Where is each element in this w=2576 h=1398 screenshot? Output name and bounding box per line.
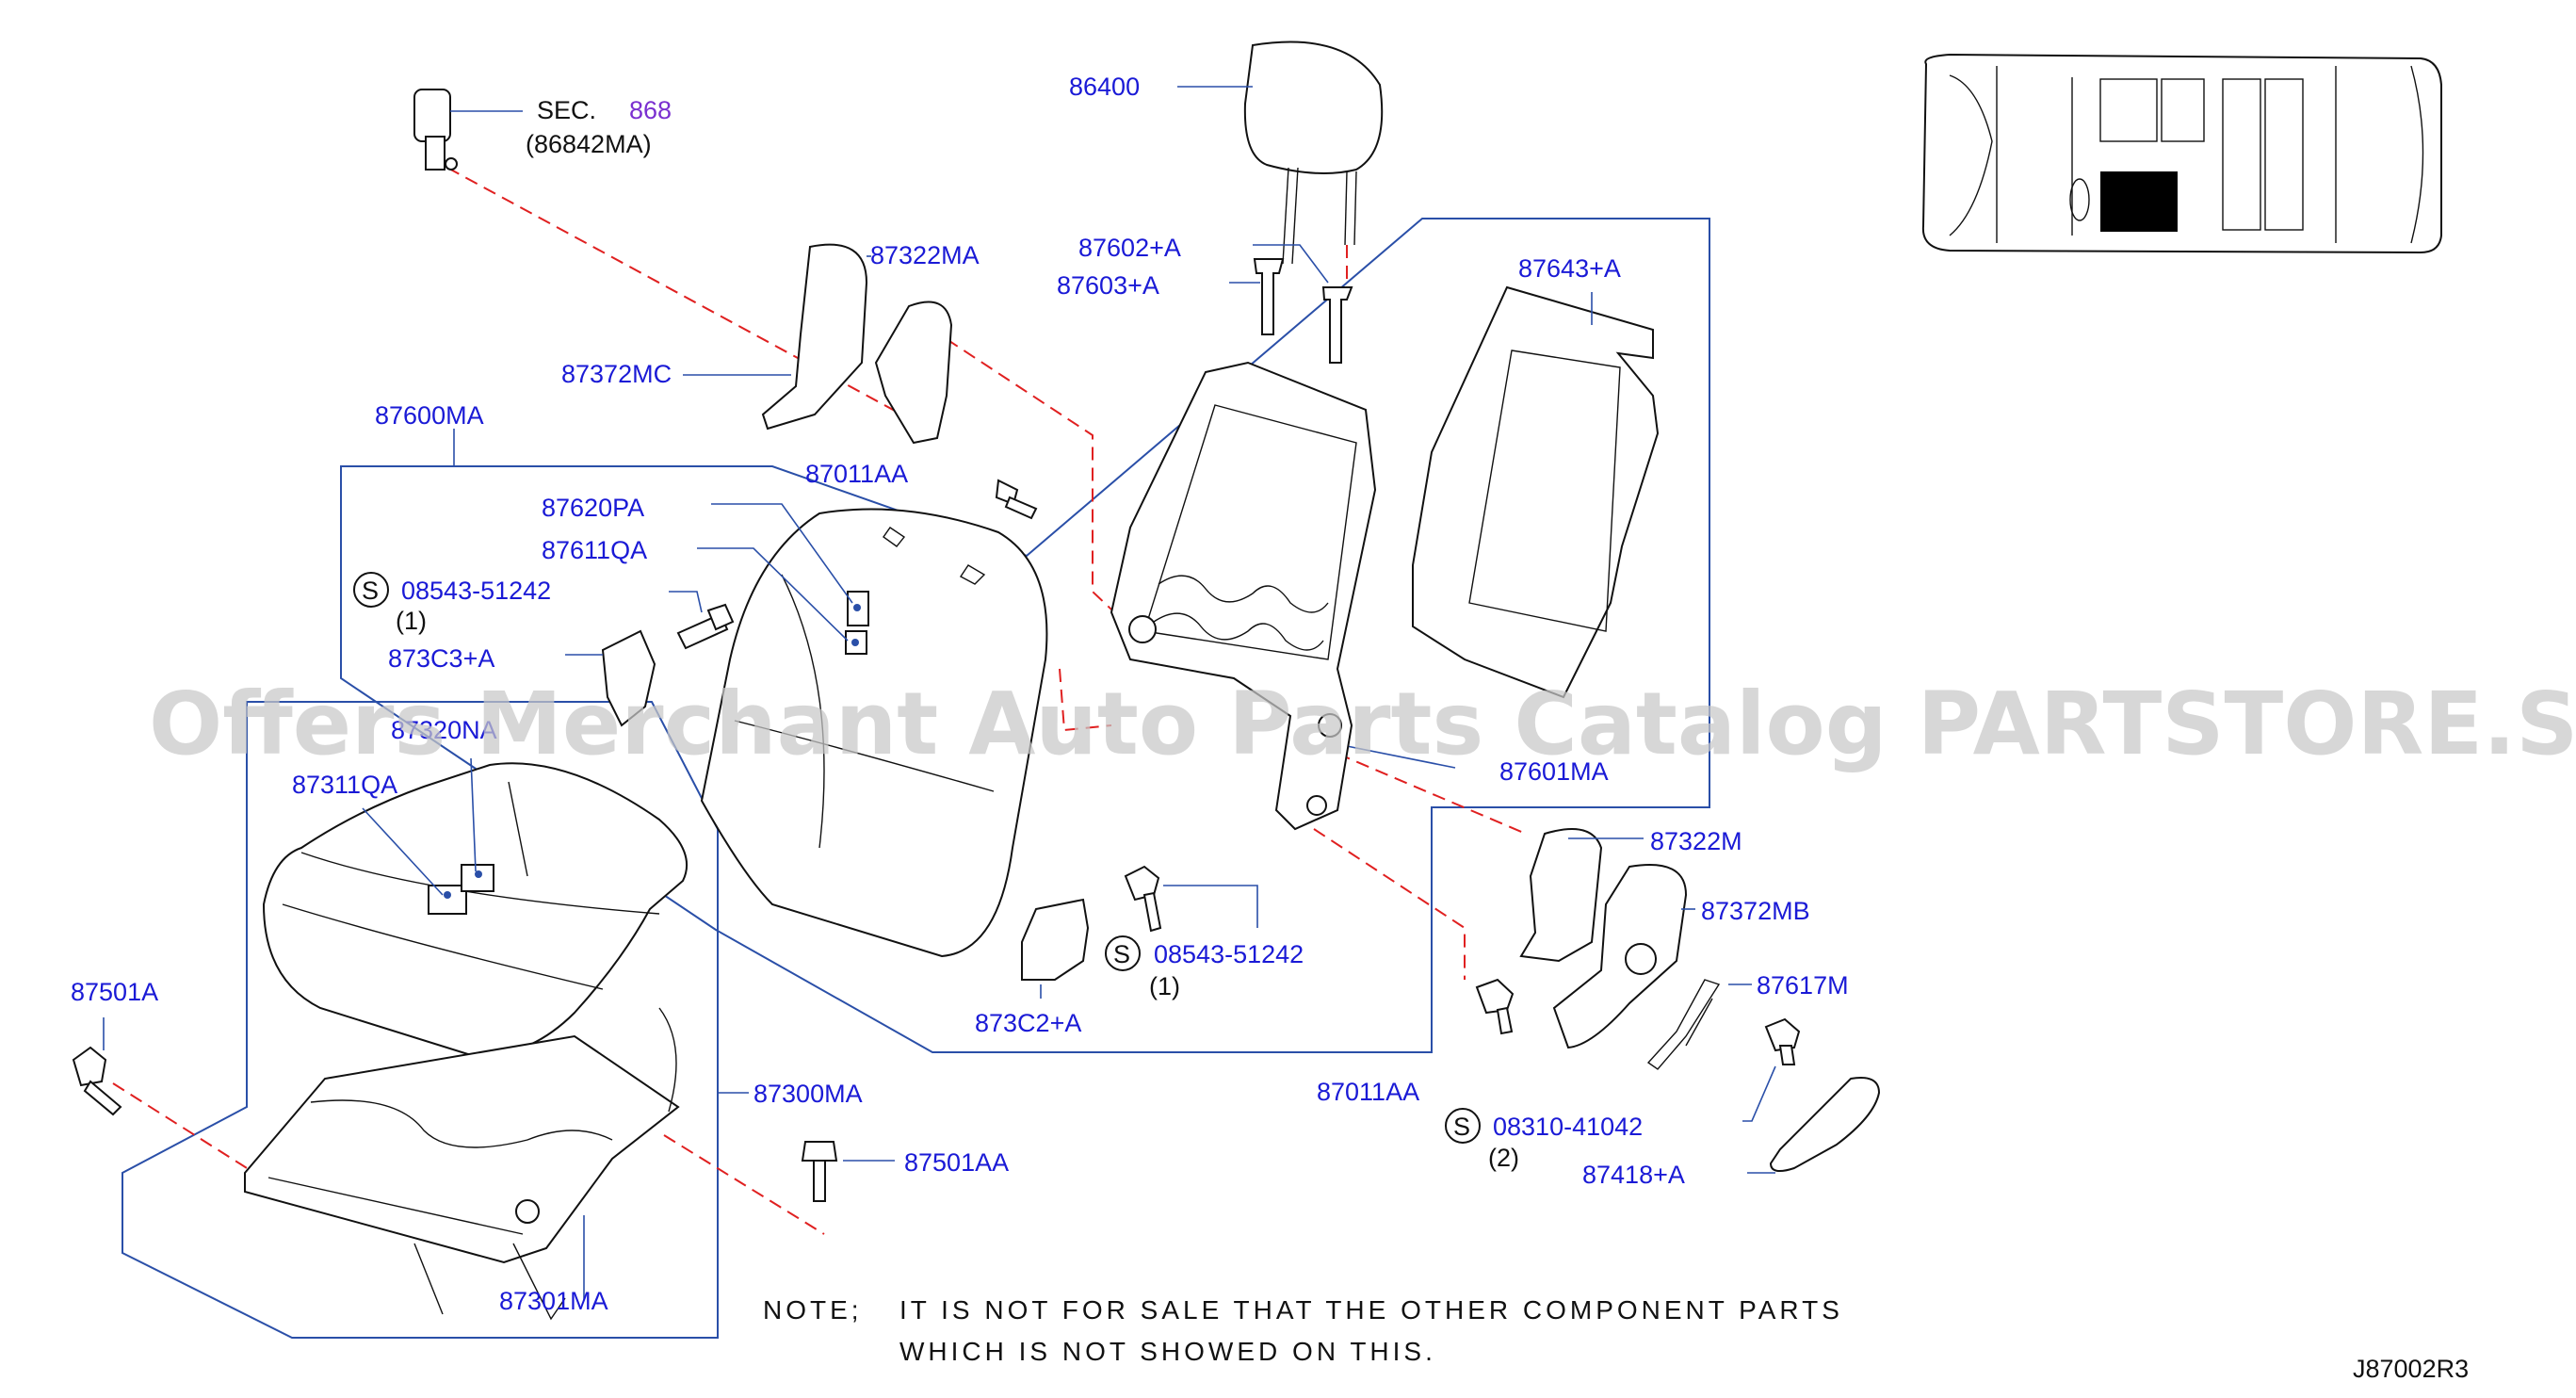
seat-cushion: [262, 757, 689, 1057]
callout-87011aa-lower[interactable]: 87011AA: [1317, 1078, 1419, 1106]
side-cover-upper: [683, 243, 953, 445]
vehicle-locator: [1921, 53, 2442, 254]
callout-87602-a[interactable]: 87602+A: [1078, 234, 1181, 262]
headrest: [1177, 41, 1384, 265]
note-block: NOTE; IT IS NOT FOR SALE THAT THE OTHER …: [763, 1295, 1843, 1366]
bolt-87011aa-upper: [995, 479, 1038, 520]
bolt-lower: [1124, 865, 1258, 933]
diagram-code: J87002R3: [2353, 1355, 2469, 1383]
headrest-guides: [1229, 244, 1353, 364]
callout-87620pa[interactable]: 87620PA: [542, 494, 644, 522]
callout-87501a[interactable]: 87501A: [71, 978, 158, 1006]
callout-87611qa[interactable]: 87611QA: [542, 536, 647, 564]
callout-87011aa-upper[interactable]: 87011AA: [805, 460, 908, 488]
callout-873c2-a[interactable]: 873C2+A: [975, 1009, 1081, 1037]
bolt-87501aa: [801, 1141, 895, 1202]
callout-08543-51242-lower-qty: (1): [1149, 972, 1180, 1000]
callout-87322m[interactable]: 87322M: [1650, 827, 1742, 855]
callout-08310-41042-qty: (2): [1488, 1144, 1519, 1172]
standard-part-symbol-bolt: S: [1445, 1108, 1481, 1144]
bolt-upper: [669, 591, 735, 650]
seat-finisher: [1747, 1077, 1881, 1174]
section-ref-part: (86842MA): [526, 130, 652, 158]
note-line-1: IT IS NOT FOR SALE THAT THE OTHER COMPON…: [899, 1295, 1843, 1325]
callout-08543-51242-upper[interactable]: 08543-51242: [401, 577, 551, 605]
note-line-2: WHICH IS NOT SHOWED ON THIS.: [899, 1337, 1436, 1366]
svg-text:S: S: [1113, 940, 1130, 968]
callout-08543-51242-lower[interactable]: 08543-51242: [1154, 940, 1304, 968]
section-ref-number[interactable]: 868: [629, 96, 672, 124]
callout-87300ma[interactable]: 87300MA: [753, 1080, 863, 1108]
svg-text:S: S: [1453, 1113, 1470, 1141]
note-label: NOTE;: [763, 1295, 863, 1325]
seat-slide-frame: [244, 1007, 680, 1321]
standard-part-symbol-upper: S: [353, 572, 389, 608]
callout-87372mb[interactable]: 87372MB: [1701, 897, 1810, 925]
callout-86400[interactable]: 86400: [1069, 73, 1140, 101]
standard-part-symbol-lower: S: [1105, 935, 1141, 971]
recliner-cover-lower: [1021, 898, 1090, 999]
section-ref-label: SEC.: [537, 96, 596, 124]
bolt-08310: [1742, 1017, 1801, 1122]
selected-seat-marker: [2100, 171, 2178, 232]
callout-87372mc[interactable]: 87372MC: [561, 360, 672, 388]
callout-87603-a[interactable]: 87603+A: [1057, 271, 1159, 300]
callout-87617m[interactable]: 87617M: [1757, 971, 1849, 1000]
callout-87301ma[interactable]: 87301MA: [499, 1287, 608, 1315]
side-cover-lower: [1519, 828, 1695, 1049]
callout-labels: 86400 87602+A 87603+A 87643+A 87322MA 87…: [71, 73, 1849, 1315]
recliner-cover-upper: [565, 629, 656, 727]
callout-87643-a[interactable]: 87643+A: [1518, 254, 1621, 283]
callout-87501aa[interactable]: 87501AA: [904, 1148, 1009, 1177]
bolt-87501a: [72, 1017, 122, 1116]
callout-87601ma[interactable]: 87601MA: [1499, 757, 1609, 786]
callout-87600ma[interactable]: 87600MA: [375, 401, 484, 430]
seat-belt-buckle: [413, 89, 523, 171]
watermark: Offers Merchant Auto Parts Catalog PARTS…: [149, 674, 2576, 774]
callout-08310-41042[interactable]: 08310-41042: [1493, 1113, 1643, 1141]
seat-back-trim: [697, 503, 1048, 958]
svg-text:S: S: [362, 577, 379, 605]
callout-87418-a[interactable]: 87418+A: [1582, 1161, 1685, 1189]
callout-87320na[interactable]: 87320NA: [391, 716, 497, 744]
callout-08543-51242-upper-qty: (1): [396, 607, 427, 635]
seat-wire: [1646, 979, 1752, 1070]
callout-87311qa[interactable]: 87311QA: [292, 771, 397, 799]
callout-873c3-a[interactable]: 873C3+A: [388, 644, 494, 673]
bolt-87011aa-lower: [1475, 978, 1515, 1035]
assembly-dashed-lines: [112, 167, 1527, 1235]
callout-87322ma[interactable]: 87322MA: [870, 241, 980, 269]
seat-back-frame: [1110, 361, 1377, 831]
back-cushion-pad: [1412, 285, 1660, 699]
